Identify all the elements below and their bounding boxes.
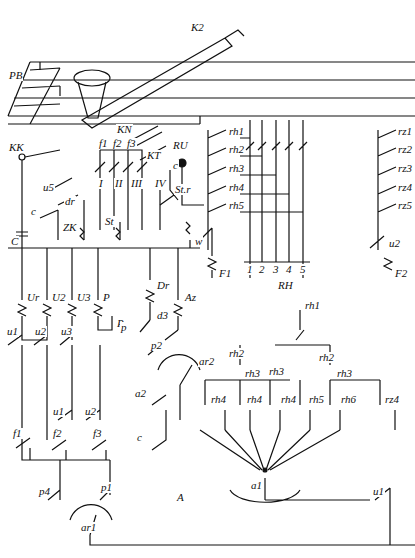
component-label: K2 (190, 22, 205, 33)
component-label: rh2 (228, 144, 245, 155)
component-label: Dr (156, 280, 170, 291)
component-label: Az (184, 292, 197, 303)
component-label: rz4 (384, 394, 400, 405)
component-label: f3 (126, 138, 137, 149)
component-label: rh4 (210, 394, 227, 405)
component-label: III (130, 178, 143, 189)
component-label: U3 (76, 292, 91, 303)
component-label: RU (172, 140, 189, 151)
component-label: dr (64, 196, 76, 207)
component-label: f2 (52, 428, 63, 439)
component-label: St.r (174, 184, 192, 195)
component-label: u3 (60, 326, 73, 337)
component-label: A (176, 492, 185, 503)
component-label: u2 (34, 326, 47, 337)
component-label: rz4 (397, 182, 413, 193)
component-label: w (194, 236, 203, 247)
component-label: F1 (218, 268, 232, 279)
component-label: c (136, 432, 143, 443)
component-label: rh3 (244, 368, 261, 379)
component-label: 4 (285, 264, 293, 275)
component-label: rh5 (308, 394, 325, 405)
component-label: p2 (150, 340, 163, 351)
component-label: Ur (26, 292, 40, 303)
component-label: RH (277, 280, 294, 291)
component-label: p4 (38, 486, 51, 497)
component-label: rh3 (336, 368, 353, 379)
component-label: U2 (51, 292, 66, 303)
component-label: u1 (52, 406, 65, 417)
component-label: u1 (372, 486, 385, 497)
component-label: rh5 (228, 200, 245, 211)
component-label: rz3 (397, 163, 413, 174)
component-label: IV (154, 178, 166, 189)
component-label: KN (116, 124, 133, 135)
component-label: rh1 (304, 300, 321, 311)
component-label: 2 (258, 264, 266, 275)
component-label: II (114, 178, 123, 189)
component-label: p1 (100, 482, 113, 493)
component-label: PB (8, 70, 23, 81)
component-label: ZK (62, 222, 77, 233)
component-label: rh3 (228, 163, 245, 174)
component-label: I (98, 178, 104, 189)
component-label: rz5 (397, 200, 413, 211)
component-label: C (10, 236, 19, 247)
component-label: ar2 (198, 356, 215, 367)
component-label: KT (146, 150, 161, 161)
component-label: rh4 (280, 394, 297, 405)
component-label: rz1 (397, 126, 413, 137)
component-label: F2 (394, 268, 408, 279)
component-label: ar1 (80, 522, 97, 533)
component-label: u2 (388, 238, 401, 249)
component-label: u5 (42, 182, 55, 193)
component-label: P (102, 292, 111, 303)
component-label: u2 (84, 406, 97, 417)
component-label: KK (8, 142, 25, 153)
component-label: c (30, 206, 37, 217)
component-label: p (120, 322, 128, 333)
component-label: 3 (272, 264, 280, 275)
component-label: rh1 (228, 126, 245, 137)
component-label: rh4 (228, 182, 245, 193)
component-label: f2 (112, 138, 123, 149)
component-label: c (172, 160, 179, 171)
component-label: rh3 (268, 366, 285, 377)
component-label: rh2 (318, 352, 335, 363)
component-label: rh6 (340, 394, 357, 405)
component-label: a1 (250, 480, 263, 491)
component-label: f1 (98, 138, 109, 149)
component-label: St (104, 216, 115, 227)
component-label: 5 (299, 264, 307, 275)
component-label: f3 (92, 428, 103, 439)
component-label: rh4 (246, 394, 263, 405)
component-label: u1 (6, 326, 19, 337)
component-label: rz2 (397, 144, 413, 155)
component-label: a2 (134, 388, 147, 399)
component-label: rh2 (228, 348, 245, 359)
component-label: d3 (156, 310, 169, 321)
component-label: f1 (12, 428, 23, 439)
component-label: 1 (246, 264, 254, 275)
